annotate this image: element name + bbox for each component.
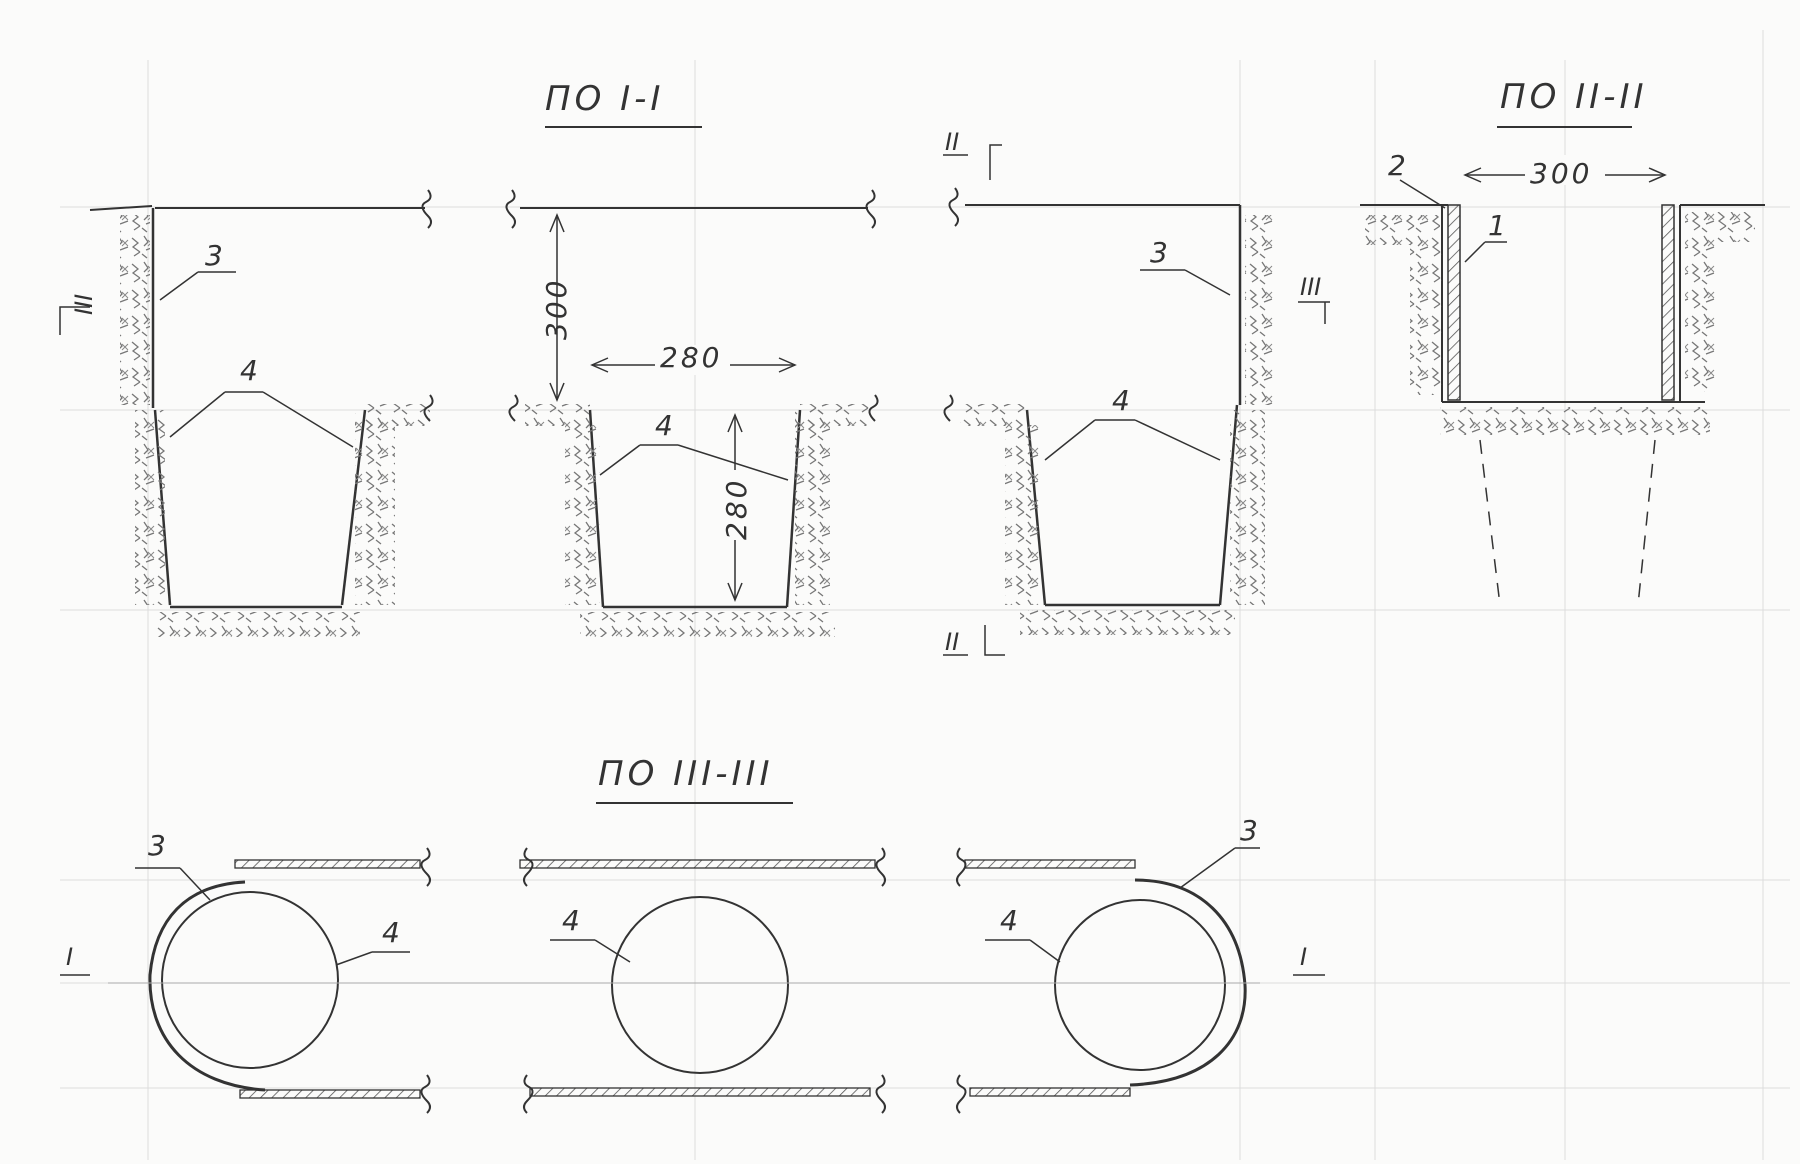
dim-width-pit: 280 — [660, 341, 722, 374]
section-ii-ii: ПО II-II 300 2 1 — [1360, 77, 1765, 606]
mark-3-left: 3 — [205, 239, 223, 272]
dim-width-trench: 300 — [1530, 157, 1592, 190]
mark-3-right: 3 — [1150, 236, 1168, 269]
cut-marker-ii-top: II — [945, 128, 959, 156]
section-iii-iii: ПО III-III 3 3 4 — [60, 754, 1325, 1114]
mark-4-pit1: 4 — [240, 354, 258, 387]
cut-marker-i-left: I — [66, 943, 73, 971]
cut-marker-i-right: I — [1300, 943, 1307, 971]
mark-4-plan-3: 4 — [1000, 904, 1018, 937]
mark-3-plan-left: 3 — [148, 829, 166, 862]
section-iii-iii-title: ПО III-III — [598, 754, 774, 794]
cut-marker-ii-bottom: II — [945, 628, 959, 656]
mark-4-pit3: 4 — [1112, 384, 1130, 417]
cut-marker-iii-right: III — [1300, 273, 1321, 301]
mark-4-plan-2: 4 — [562, 904, 580, 937]
section-i-i-title: ПО I-I — [545, 79, 664, 119]
mark-4-plan-1: 4 — [382, 916, 400, 949]
cut-marker-iii-left: III — [70, 294, 98, 315]
dim-depth-pit: 280 — [720, 478, 753, 540]
mark-4-pit2: 4 — [655, 409, 673, 442]
mark-2: 2 — [1388, 149, 1406, 182]
section-ii-ii-title: ПО II-II — [1500, 77, 1648, 117]
dim-depth-wall: 300 — [540, 278, 573, 340]
construction-grid — [60, 30, 1790, 1160]
mark-3-plan-right: 3 — [1240, 814, 1258, 847]
mark-1: 1 — [1488, 209, 1506, 242]
section-i-i: ПО I-I — [59, 79, 1330, 656]
